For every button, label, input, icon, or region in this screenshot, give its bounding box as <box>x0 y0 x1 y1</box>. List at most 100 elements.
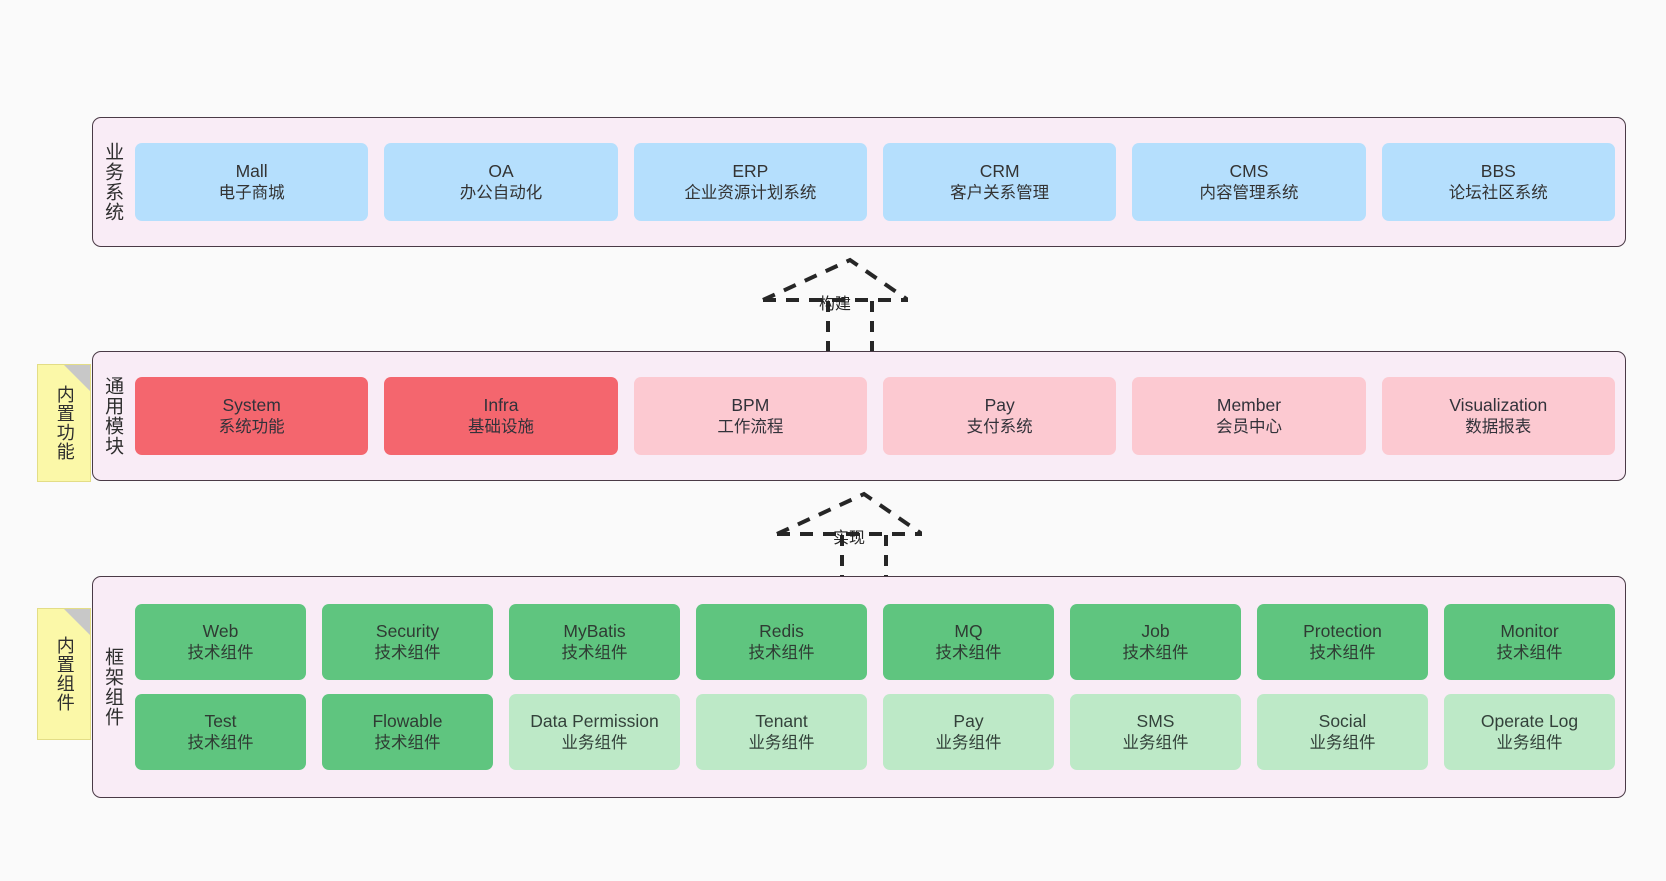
cell-name: Tenant <box>755 711 808 732</box>
cell-desc: 业务组件 <box>935 733 1002 752</box>
cell-desc: 技术组件 <box>374 733 441 752</box>
cell-desc: 业务组件 <box>1309 733 1376 752</box>
note-builtin-function-label: 内置功能 <box>54 385 75 461</box>
cell-name: Operate Log <box>1480 711 1579 732</box>
layer-title-business-system: 业务系统 <box>102 142 124 222</box>
cell-name: Mall <box>235 161 268 182</box>
cell-desc: 内容管理系统 <box>1199 183 1299 202</box>
cell-name: Monitor <box>1500 621 1559 642</box>
cell-name: MQ <box>954 621 983 642</box>
cell-name: MyBatis <box>563 621 626 642</box>
note-fold-corner-icon <box>64 365 90 391</box>
note-builtin-component-label: 内置组件 <box>54 636 75 712</box>
note-fold-corner-icon <box>64 609 90 635</box>
cell-desc: 技术组件 <box>187 643 254 662</box>
cell-name: System <box>222 395 281 416</box>
cell-desc: 技术组件 <box>374 643 441 662</box>
note-builtin-component: 内置组件 <box>37 608 91 740</box>
cell-desc: 业务组件 <box>1496 733 1563 752</box>
cell-desc: 业务组件 <box>748 733 815 752</box>
layer-title-framework-component: 框架组件 <box>102 647 124 727</box>
cell-name: OA <box>488 161 514 182</box>
layer-title-general-module: 通用模块 <box>102 376 124 456</box>
cell-name: BBS <box>1480 161 1516 182</box>
cell-desc: 电子商城 <box>218 183 285 202</box>
cell-name: Flowable <box>372 711 443 732</box>
cell-name: Data Permission <box>530 711 659 732</box>
cell-name: ERP <box>732 161 769 182</box>
cell-desc: 业务组件 <box>1122 733 1189 752</box>
cell-desc: 企业资源计划系统 <box>684 183 817 202</box>
cell-name: Redis <box>759 621 804 642</box>
cell-name: SMS <box>1136 711 1175 732</box>
cell-name: Job <box>1141 621 1170 642</box>
cell-desc: 技术组件 <box>1496 643 1563 662</box>
cell-desc: 支付系统 <box>966 417 1033 436</box>
cell-name: Pay <box>984 395 1015 416</box>
cell-name: Security <box>375 621 440 642</box>
cell-desc: 业务组件 <box>561 733 628 752</box>
cell-name: BPM <box>731 395 770 416</box>
cell-desc: 技术组件 <box>1309 643 1376 662</box>
cell-desc: 技术组件 <box>935 643 1002 662</box>
cell-desc: 系统功能 <box>218 417 285 436</box>
cell-desc: 工作流程 <box>717 417 784 436</box>
cell-name: Pay <box>953 711 984 732</box>
cell-name: Member <box>1216 395 1282 416</box>
cell-name: Test <box>204 711 237 732</box>
cell-name: CRM <box>979 161 1020 182</box>
connector-build-label: 构建 <box>819 296 852 313</box>
cell-desc: 会员中心 <box>1215 417 1282 436</box>
cell-name: Web <box>202 621 239 642</box>
cell-desc: 数据报表 <box>1465 417 1532 436</box>
cell-name: Protection <box>1303 621 1382 642</box>
connector-implement-label: 实现 <box>833 530 866 547</box>
cell-desc: 技术组件 <box>561 643 628 662</box>
cell-name: Infra <box>483 395 519 416</box>
cell-desc: 技术组件 <box>1122 643 1189 662</box>
cell-name: Social <box>1318 711 1367 732</box>
cell-desc: 技术组件 <box>187 733 254 752</box>
cell-desc: 论坛社区系统 <box>1448 183 1548 202</box>
connector-build: 构建 <box>758 256 910 352</box>
cell-desc: 技术组件 <box>748 643 815 662</box>
